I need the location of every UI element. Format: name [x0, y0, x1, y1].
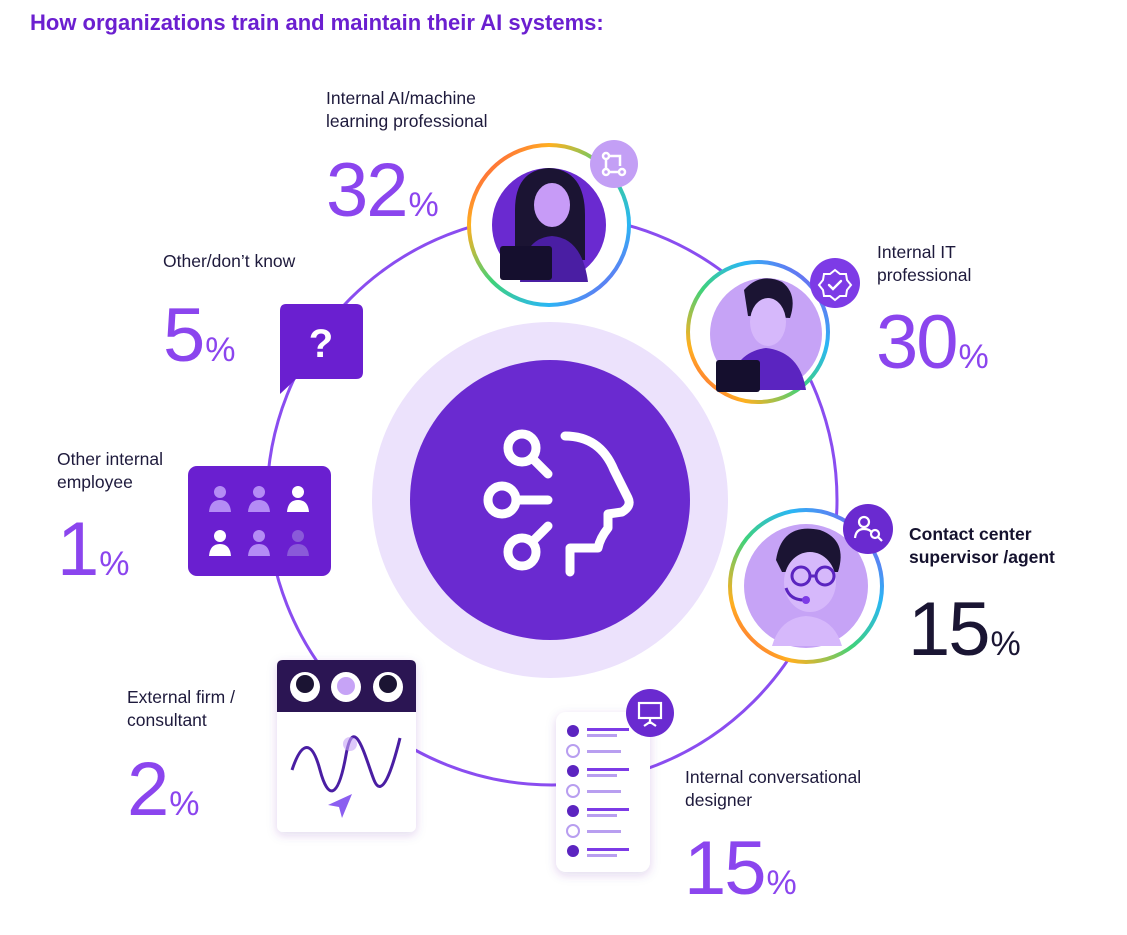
- value-number: 1: [57, 507, 99, 592]
- value-other-internal: 1%: [57, 512, 130, 588]
- value-it-professional: 30%: [876, 305, 989, 381]
- label-line: learning professional: [326, 111, 488, 131]
- label-it-professional: Internal IT professional: [877, 241, 971, 287]
- value-ml-professional: 32%: [326, 153, 439, 229]
- value-number: 15: [908, 587, 991, 672]
- label-line: Contact center: [909, 524, 1032, 544]
- checklist-items: [566, 725, 629, 857]
- label-line: Other/don’t know: [163, 251, 296, 271]
- ai-brain-icon: [483, 429, 634, 577]
- percent-sign: %: [408, 186, 439, 224]
- label-line: consultant: [127, 710, 207, 730]
- question-mark-icon: [280, 304, 363, 394]
- people-grid-figures: [209, 486, 309, 556]
- label-contact-center: Contact center supervisor /agent: [909, 523, 1055, 569]
- percent-sign: %: [766, 864, 797, 902]
- value-conversational-designer: 15%: [684, 831, 797, 907]
- ml-professional-avatar: [467, 143, 631, 307]
- svg-text:?: ?: [309, 322, 333, 366]
- percent-sign: %: [990, 625, 1021, 663]
- percent-sign: %: [99, 545, 130, 583]
- contact-center-avatar: [728, 508, 884, 664]
- percent-sign: %: [205, 331, 236, 369]
- label-line: designer: [685, 790, 753, 810]
- label-line: Other internal: [57, 449, 164, 469]
- percent-sign: %: [169, 785, 200, 823]
- value-number: 15: [684, 826, 767, 911]
- value-number: 2: [127, 747, 169, 832]
- label-line: Internal conversational: [685, 767, 862, 787]
- it-professional-avatar: [686, 260, 830, 404]
- label-line: Internal IT: [877, 242, 956, 262]
- label-other-internal: Other internal employee: [57, 448, 163, 494]
- label-line: Internal AI/machine: [326, 88, 476, 108]
- label-line: External firm /: [127, 687, 235, 707]
- percent-sign: %: [958, 338, 989, 376]
- label-line: supervisor /agent: [909, 547, 1055, 567]
- page-title: How organizations train and maintain the…: [30, 10, 604, 35]
- value-other-dont-know: 5%: [163, 298, 236, 374]
- presentation-icon: [626, 689, 674, 737]
- value-external-firm: 2%: [127, 752, 200, 828]
- value-number: 32: [326, 148, 409, 233]
- label-external-firm: External firm / consultant: [127, 686, 235, 732]
- label-other-dont-know: Other/don’t know: [163, 250, 295, 273]
- value-number: 30: [876, 300, 959, 385]
- label-line: professional: [877, 265, 972, 285]
- label-conversational-designer: Internal conversational designer: [685, 766, 861, 812]
- workflow-icon: [590, 140, 638, 188]
- label-line: employee: [57, 472, 133, 492]
- value-contact-center: 15%: [908, 592, 1021, 668]
- people-grid-icon: [188, 466, 331, 576]
- value-number: 5: [163, 293, 205, 378]
- verified-badge-icon: [810, 258, 860, 308]
- label-ml-professional: Internal AI/machine learning professiona…: [326, 87, 488, 133]
